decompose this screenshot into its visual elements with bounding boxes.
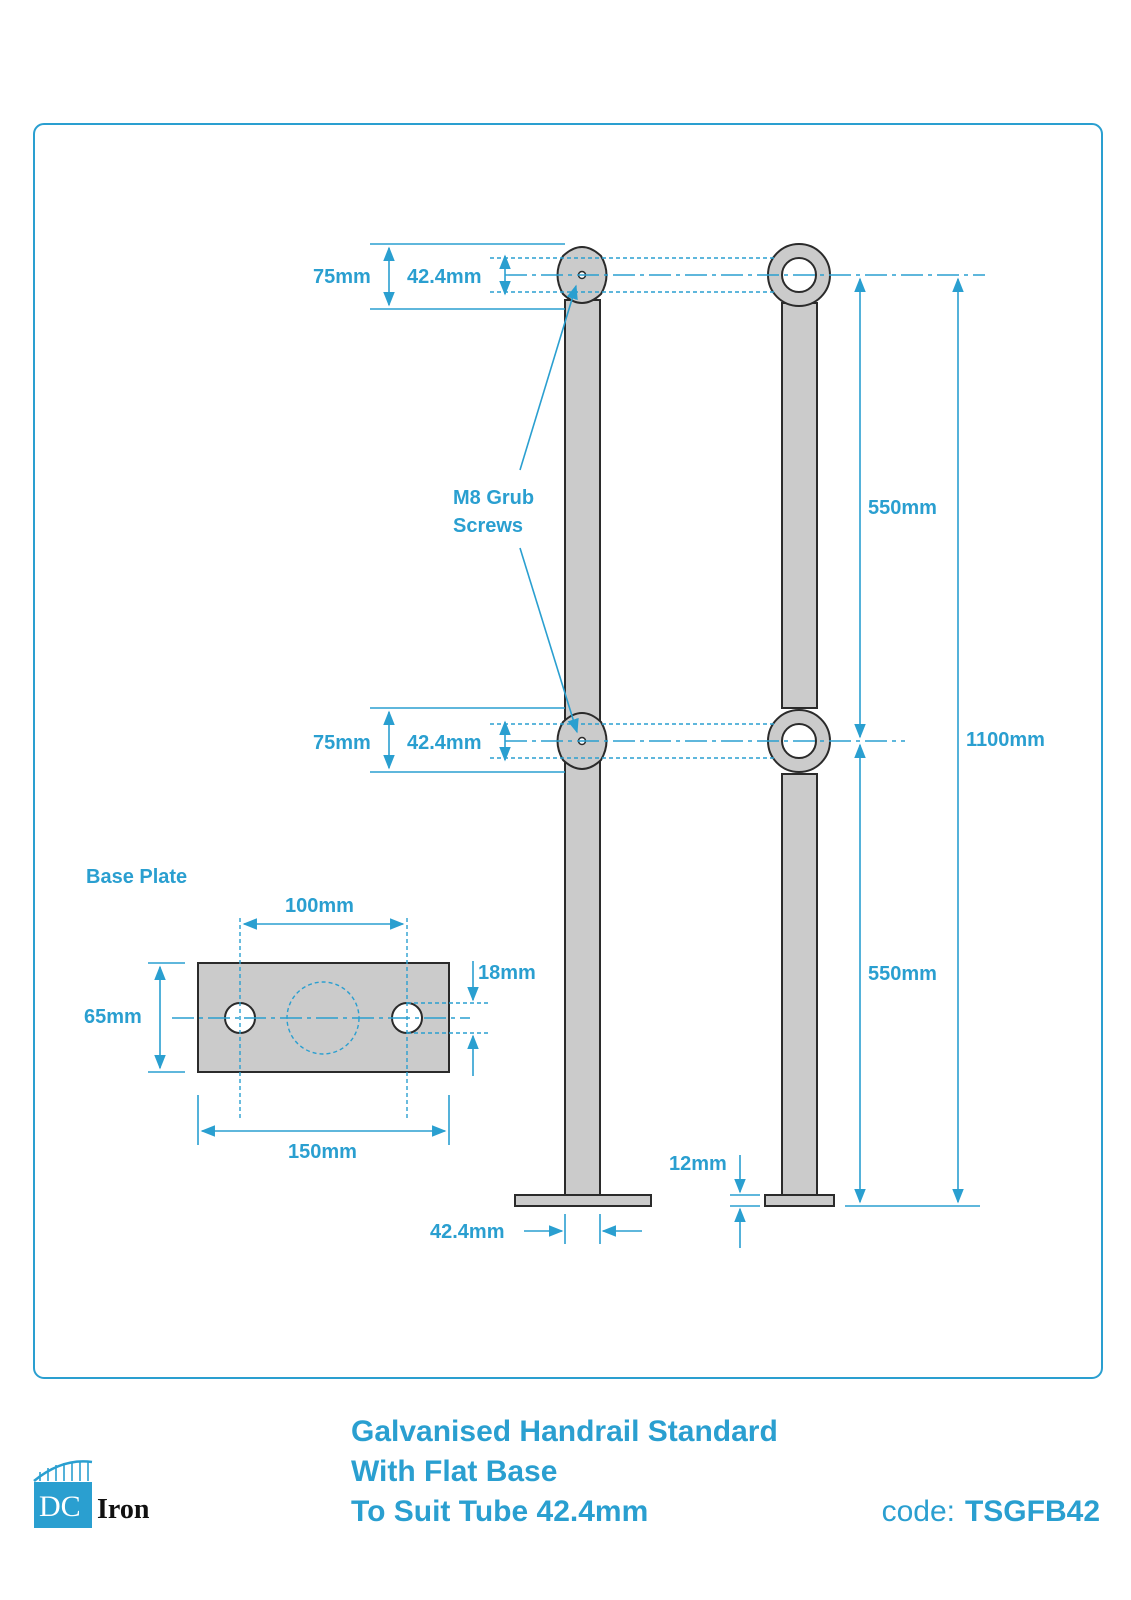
right-tube-upper <box>781 302 818 709</box>
product-code: code: TSGFB42 <box>882 1495 1100 1528</box>
dc-iron-logo: DC Iron <box>33 1460 150 1528</box>
logo-iron-text: Iron <box>97 1494 150 1525</box>
product-code-label: code: <box>882 1495 955 1528</box>
plate-width-label: 65mm <box>84 1006 142 1028</box>
lower-span-label: 550mm <box>868 963 937 985</box>
mid-tube-dia-label: 42.4mm <box>407 732 482 754</box>
right-tube-lower <box>781 773 818 1196</box>
top-fitting-height-label: 75mm <box>313 266 371 288</box>
logo-dc-box <box>34 1482 92 1528</box>
grub-screws-label-line1: M8 Grub <box>453 487 534 509</box>
plate-length-label: 150mm <box>288 1141 357 1163</box>
right-post <box>764 243 835 1207</box>
construction-lines <box>490 257 985 759</box>
left-post <box>514 246 652 1207</box>
total-height-label: 1100mm <box>966 729 1045 751</box>
tube-dia-bottom-dims: 42.4mm <box>430 1214 642 1244</box>
footer: Galvanised Handrail Standard With Flat B… <box>33 1415 1100 1528</box>
mid-fitting-height-label: 75mm <box>313 732 371 754</box>
base-plate-detail: Base Plate 100mm 65mm 18mm 150mm <box>84 866 536 1163</box>
logo-dc-text: DC <box>39 1490 81 1523</box>
left-flat-base <box>514 1194 652 1207</box>
plate-thickness-label: 12mm <box>669 1153 727 1175</box>
product-title-line1: Galvanised Handrail Standard <box>351 1415 778 1448</box>
grub-screws-label-line2: Screws <box>453 515 523 537</box>
top-tube-dia-label: 42.4mm <box>407 266 482 288</box>
upper-span-label: 550mm <box>868 497 937 519</box>
base-thickness-dims: 12mm <box>669 1153 760 1248</box>
product-code-value: TSGFB42 <box>965 1495 1100 1528</box>
top-fitting-dims: 75mm 42.4mm <box>313 243 565 310</box>
height-dims: 550mm 550mm 1100mm <box>845 277 1045 1207</box>
tube-dia-bottom-label: 42.4mm <box>430 1221 505 1243</box>
right-flat-base <box>764 1194 835 1207</box>
hole-size-label: 18mm <box>478 962 536 984</box>
hole-spacing-label: 100mm <box>285 895 354 917</box>
base-plate-title: Base Plate <box>86 866 187 888</box>
product-title-line2: With Flat Base <box>351 1455 557 1488</box>
product-title-line3: To Suit Tube 42.4mm <box>351 1495 648 1528</box>
logo-gate-icon <box>33 1460 93 1482</box>
drawing-frame <box>33 123 1103 1379</box>
grub-screw-callout: M8 Grub Screws <box>453 284 579 734</box>
mid-fitting-dims: 75mm 42.4mm <box>313 707 565 773</box>
